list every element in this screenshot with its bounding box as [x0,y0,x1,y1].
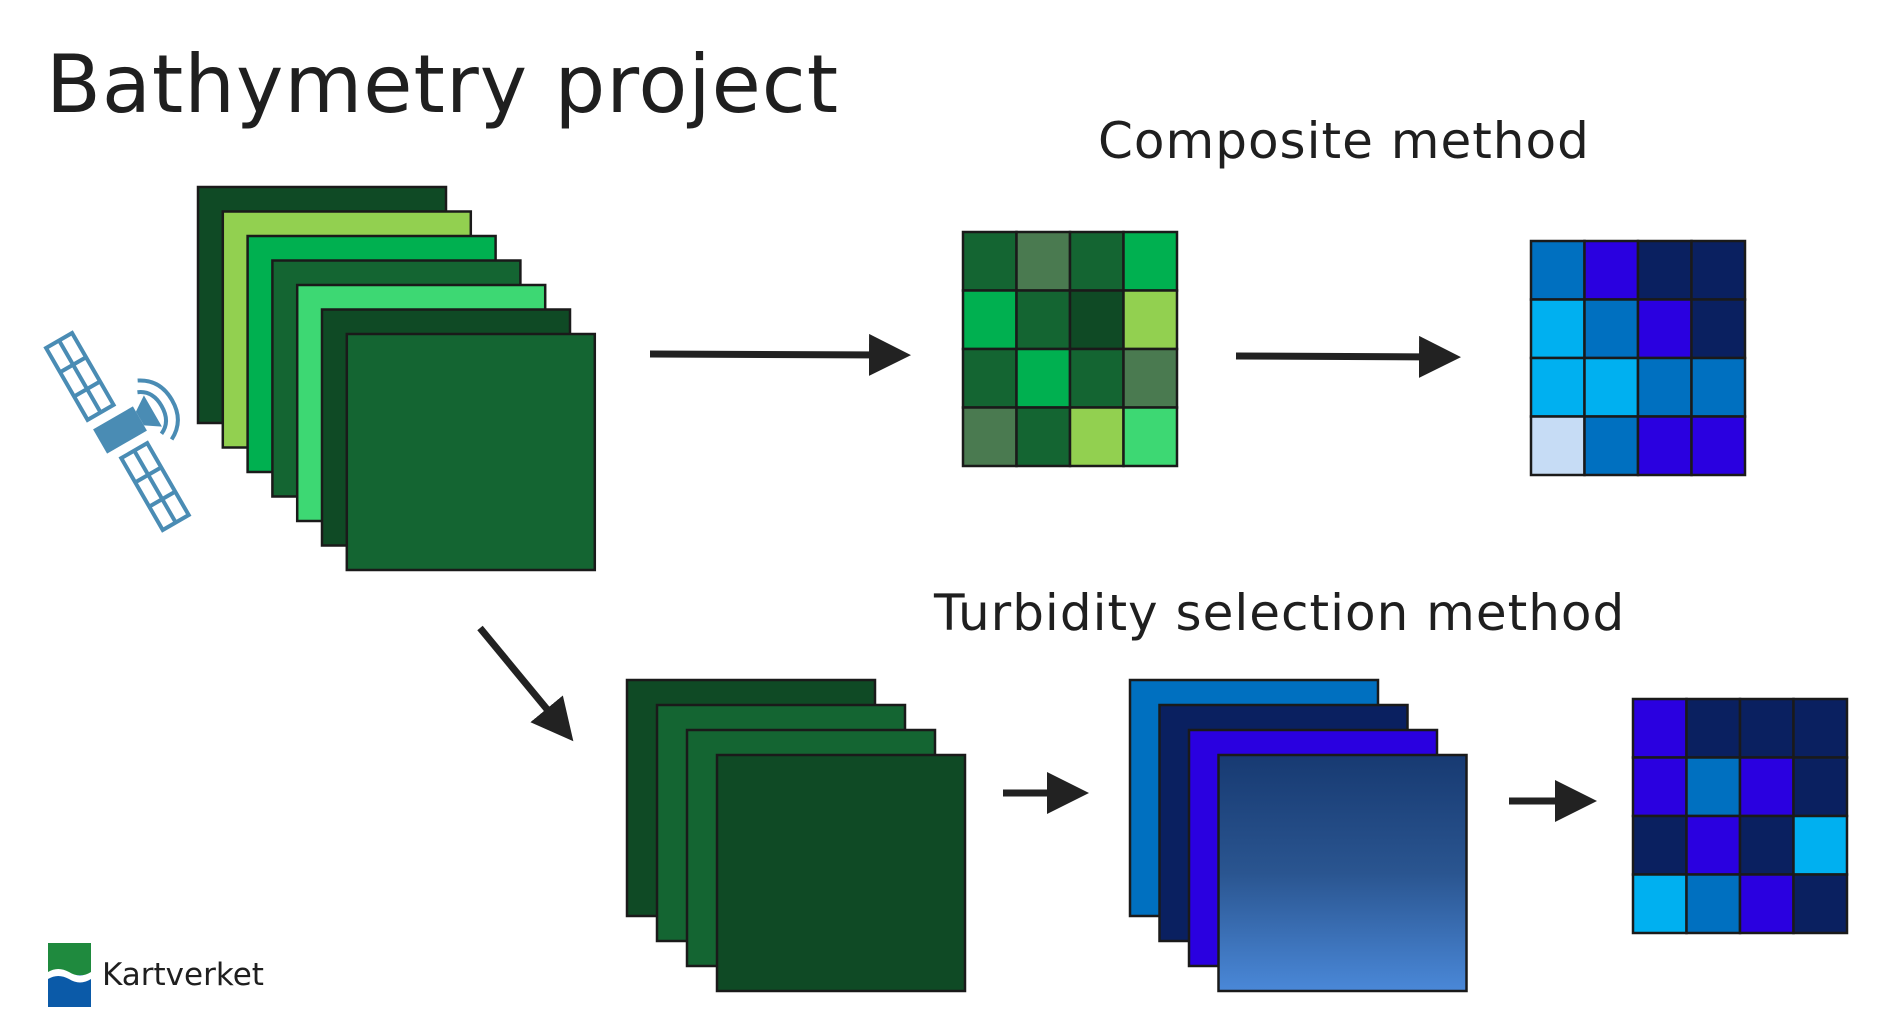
arrow-to-composite [649,333,911,376]
stacked-image-layer [1217,753,1468,993]
grid-cell [1122,347,1179,409]
grid-cell [1685,697,1742,759]
grid-cell [1636,356,1693,418]
arrow-composite-to-depth [1235,335,1461,378]
arrow-to-turbidity [477,625,574,742]
grid-cell [1631,814,1688,876]
grid-cell [961,406,1018,468]
grid-cell [1068,289,1125,351]
grid-cell [1792,814,1849,876]
grid-cell [1583,298,1640,360]
grid-cell [1015,289,1072,351]
selected-image-stack [625,678,967,993]
stacked-image-layer [715,753,967,993]
input-image-stack [196,185,597,572]
grid-cell [1636,298,1693,360]
grid-cell [1529,239,1586,301]
grid-cell [1015,347,1072,409]
turbidity-depth-grid [1631,697,1849,935]
grid-cell [1631,697,1688,759]
grid-cell [1631,873,1688,935]
grid-cell [1122,289,1179,351]
grid-cell [1529,415,1586,477]
grid-cell [1738,814,1795,876]
grid-cell [1068,347,1125,409]
grid-cell [1690,356,1747,418]
grid-cell [1631,756,1688,818]
grid-cell [1738,756,1795,818]
grid-cell [1583,356,1640,418]
grid-cell [1529,356,1586,418]
grid-cell [1690,298,1747,360]
grid-cell [1792,697,1849,759]
grid-cell [1068,406,1125,468]
grid-cell [1015,406,1072,468]
grid-cell [1122,230,1179,292]
grid-cell [1529,298,1586,360]
grid-cell [1685,756,1742,818]
page-title: Bathymetry project [46,38,840,131]
composite-depth-grid [1529,239,1747,477]
grid-cell [1792,756,1849,818]
grid-cell [1792,873,1849,935]
grid-cell [1685,873,1742,935]
grid-cell [1122,406,1179,468]
composite-method-label: Composite method [1098,112,1590,170]
grid-cell [1690,239,1747,301]
stacked-image-layer [345,332,597,572]
grid-cell [1583,415,1640,477]
grid-cell [1636,415,1693,477]
grid-cell [1015,230,1072,292]
grid-cell [961,347,1018,409]
grid-cell [1690,415,1747,477]
grid-cell [1583,239,1640,301]
satellite-icon [43,330,192,533]
depth-image-stack [1128,678,1468,993]
composite-green-grid [961,230,1179,468]
grid-cell [1068,230,1125,292]
grid-cell [1738,873,1795,935]
kartverket-logo-icon [48,943,91,1007]
grid-cell [961,230,1018,292]
grid-cell [1636,239,1693,301]
logo-text: Kartverket [102,957,264,993]
grid-cell [961,289,1018,351]
turbidity-method-label: Turbidity selection method [934,584,1626,642]
grid-cell [1685,814,1742,876]
grid-cell [1738,697,1795,759]
